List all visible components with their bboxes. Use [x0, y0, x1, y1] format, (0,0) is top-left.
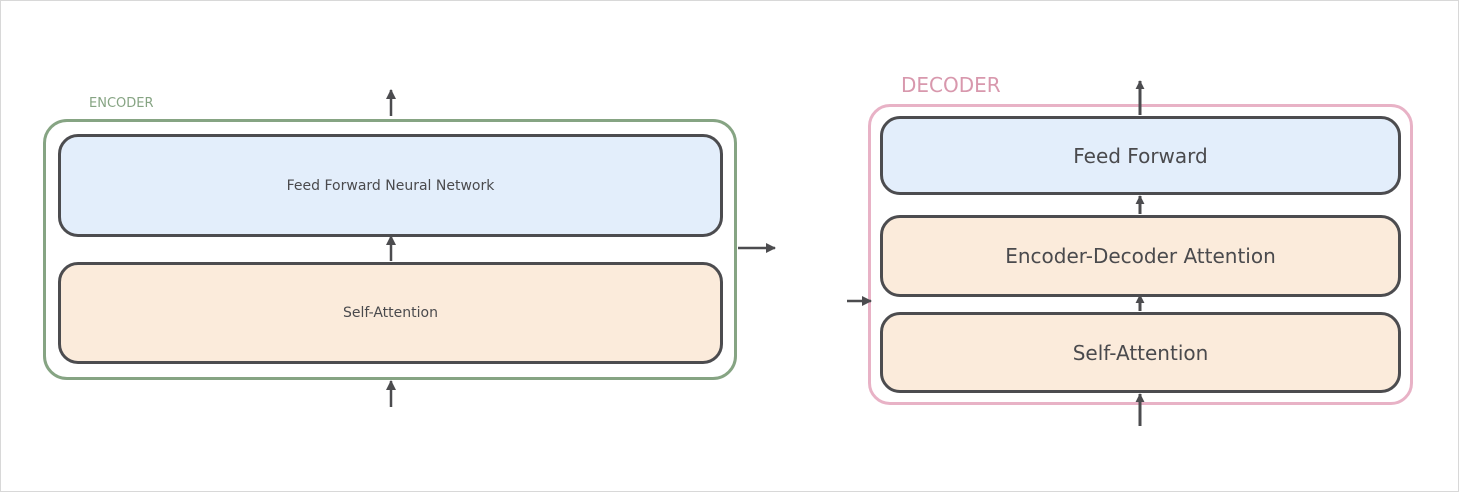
decoder-label: DECODER: [901, 73, 1001, 97]
decoder-self-attention-label: Self-Attention: [1072, 340, 1209, 365]
decoder-encoder-decoder-attention-label: Encoder-Decoder Attention: [1005, 244, 1276, 268]
decoder-feed-forward-label: Feed Forward: [1073, 143, 1208, 168]
decoder-self-attention-block: Self-Attention: [880, 312, 1401, 393]
encoder-feed-forward-block: Feed Forward Neural Network: [58, 134, 723, 237]
encoder-label: ENCODER: [89, 96, 154, 111]
encoder-container: [43, 119, 737, 380]
encoder-self-attention-label: Self-Attention: [343, 305, 438, 321]
encoder-self-attention-block: Self-Attention: [58, 262, 723, 364]
decoder-encoder-decoder-attention-block: Encoder-Decoder Attention: [880, 215, 1401, 297]
encoder-feed-forward-label: Feed Forward Neural Network: [286, 177, 495, 194]
decoder-feed-forward-block: Feed Forward: [880, 116, 1401, 195]
